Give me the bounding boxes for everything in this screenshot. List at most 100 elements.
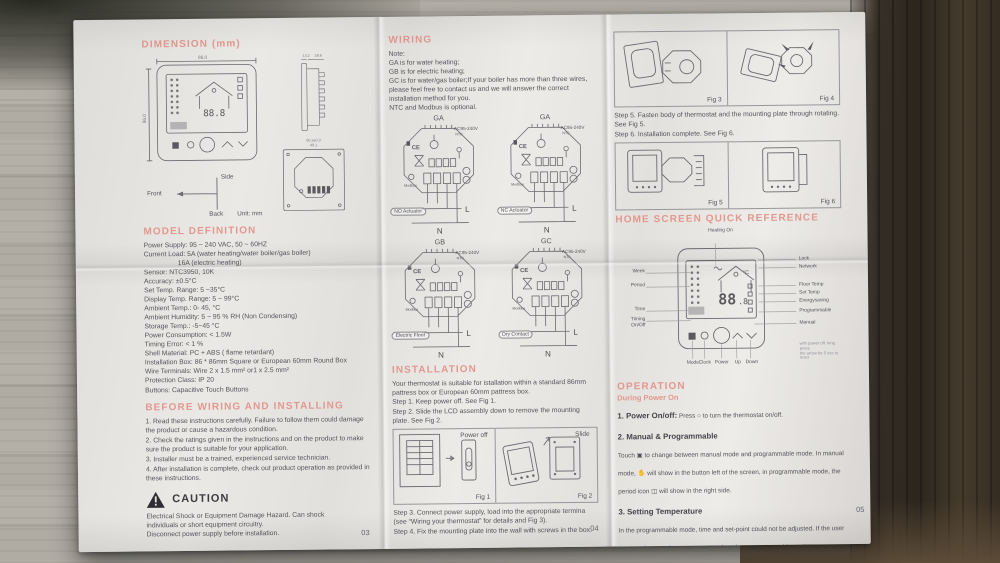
panel-reference-operation: Fig 3 — [605, 12, 871, 552]
svg-text:Modbus: Modbus — [404, 184, 417, 188]
operation-list: 1. Power On/off: Press ○ to turn the the… — [617, 403, 846, 552]
axis-unit-label: Unit: mm — [237, 210, 263, 218]
reset-note: with power off, long press the arrow for… — [799, 340, 839, 360]
dimension-figure: 86.0 86.0 — [142, 52, 369, 220]
callout-manual: Manual — [799, 320, 816, 326]
thermostat-side-view: 13.2 28.6 — [300, 54, 325, 132]
page-number-03: 03 — [361, 528, 370, 538]
callout-programmable: Programmable — [799, 308, 832, 314]
svg-text:88.8: 88.8 — [203, 108, 225, 119]
manual-leaflet: DIMENSION (mm) 86.0 86.0 — [73, 11, 871, 553]
voltage-label: AC95-240V — [560, 125, 585, 131]
fig4-drawing — [739, 41, 813, 82]
operation-item-title: 2. Manual & Programmable — [617, 431, 718, 442]
wire-n-label: N — [437, 227, 443, 236]
installation-steps-a: Step 1. Keep power off. See Fig 1.Step 2… — [392, 396, 597, 426]
svg-text:NTC: NTC — [457, 257, 465, 261]
fig4-cell: Fig 4 — [725, 30, 840, 106]
fig3-label: Fig 3 — [707, 96, 722, 104]
installation-step: Step 4. Fix the mounting plate into the … — [393, 527, 593, 537]
callout-heating-on: Heating On — [708, 228, 733, 234]
installation-steps-b: Step 3. Connect power supply, load into … — [393, 507, 598, 537]
callout-week: Week — [632, 269, 645, 275]
fig5-label: Fig 5 — [708, 199, 723, 207]
axis-back-label: Back — [209, 210, 224, 218]
voltage-label: AC95-240V — [454, 126, 478, 132]
fig2-label: Fig 2 — [577, 493, 593, 501]
installation-title: INSTALLATION — [391, 364, 478, 377]
model-definition-title: MODEL DEFINITION — [143, 225, 257, 238]
fig2-slide-drawing — [502, 436, 581, 487]
caution-title: CAUTION — [172, 492, 230, 506]
callout-timing-onoff: Timing On/Off — [630, 317, 646, 329]
svg-text:NTC: NTC — [563, 256, 571, 260]
svg-text:CE: CE — [413, 270, 421, 276]
button-label-down: Down — [745, 360, 759, 366]
page-number-04: 04 — [590, 523, 599, 533]
dim-side-2: 28.6 — [315, 54, 322, 58]
home-screen-title: HOME SCREEN QUICK REFERENCE — [615, 212, 820, 226]
fig1-breaker-drawing — [399, 434, 477, 488]
fig5-drawing — [627, 149, 705, 193]
wire-l-label: L — [465, 205, 470, 214]
callout-lock: Lock — [798, 256, 810, 262]
operation-item-body: Press ○ to turn the thermostat on/off. — [677, 411, 783, 420]
before-item: 1. Read these instructions carefully. Fa… — [145, 415, 364, 434]
view-axis-legend: Side Front Back Unit: mm — [143, 169, 266, 220]
wire-l-label: L — [467, 329, 472, 338]
dim-back-2: 49.1 — [310, 143, 317, 147]
installation-step: Step 2. Slide the LCD assembly down to r… — [392, 407, 580, 426]
svg-text:Modbus: Modbus — [512, 307, 525, 311]
wire-n-label: N — [545, 350, 551, 359]
callout-network: Network — [798, 264, 817, 270]
fig2-cell: Slide Fig 2 — [494, 428, 598, 504]
fig1-fig2-box: Power off Fig 1 — [392, 427, 599, 506]
display-unit: °C — [743, 270, 749, 276]
installation-step: Step 3. Connect power supply, load into … — [393, 508, 586, 527]
voltage-label: AC95-240V — [561, 249, 586, 255]
svg-text:NTC: NTC — [562, 132, 570, 136]
before-item: 4. After installation is complete, check… — [145, 463, 370, 483]
svg-text:CE: CE — [519, 144, 527, 150]
svg-text:CE: CE — [520, 268, 528, 274]
button-label-clock: Clock — [698, 360, 712, 366]
callout-time: Time — [634, 307, 646, 313]
spec-line: Buttons: Capacitive Touch Buttons — [145, 385, 249, 394]
fig3-drawing — [623, 40, 702, 88]
wiring-diagram: GA CE NTC — [496, 112, 596, 238]
before-wiring-list: 1. Read these instructions carefully. Fa… — [145, 415, 371, 484]
operation-item: 3. Setting Temperature In the programmab… — [618, 499, 845, 552]
svg-text:CE: CE — [412, 146, 420, 152]
operation-item-title: 3. Setting Temperature — [618, 506, 703, 517]
svg-text:Modbus: Modbus — [511, 183, 524, 187]
wire-l-label: L — [573, 328, 578, 337]
wiring-octagon-drawing: CE NTC Modbus — [510, 124, 581, 235]
wiring-notes: Note:GA is for water heating;GB is for e… — [389, 48, 595, 113]
caution-header: CAUTION — [146, 489, 371, 508]
load-type-tag: Dry Contact — [498, 330, 534, 339]
load-type-tag: NC Actuator — [496, 206, 533, 215]
load-type-tag: NO Actuator — [390, 207, 427, 217]
home-screen-diagram: 88 .8 °C — [615, 227, 843, 377]
wire-n-label: N — [543, 226, 549, 235]
dim-front-width: 86.0 — [198, 55, 207, 60]
home-thermostat-drawing: 88 .8 °C — [645, 243, 797, 359]
fig6-label: Fig 6 — [820, 198, 836, 206]
panel-wiring-installation: WIRING Note:GA is for water heating;GB i… — [378, 15, 611, 549]
wire-n-label: N — [438, 351, 444, 360]
callout-set-temp: Set Temp — [799, 290, 820, 296]
fig6-drawing — [761, 147, 807, 193]
axis-front-label: Front — [147, 190, 162, 198]
fig1-cell: Power off Fig 1 — [394, 429, 496, 504]
wiring-diagram-grid: GA CE NTC — [389, 112, 597, 363]
wiring-octagon-drawing: CE NTC Modbus — [404, 249, 476, 360]
before-item: 2. Check the ratings given in the instru… — [145, 434, 364, 454]
callout-period: Period — [630, 283, 646, 289]
thermostat-front-view: 86.0 86.0 — [142, 55, 258, 162]
installation-steps-c: Step 5. Fasten body of thermostat and th… — [614, 109, 840, 139]
page-number-05: 05 — [856, 504, 865, 514]
load-type-tag: Electric Floor — [391, 331, 430, 341]
operation-item: 1. Power On/off: Press ○ to turn the the… — [617, 403, 843, 423]
wiring-octagon-drawing: CE NTC Modbus — [511, 248, 583, 359]
wiring-octagon-drawing: CE NTC Modbus — [403, 125, 475, 236]
